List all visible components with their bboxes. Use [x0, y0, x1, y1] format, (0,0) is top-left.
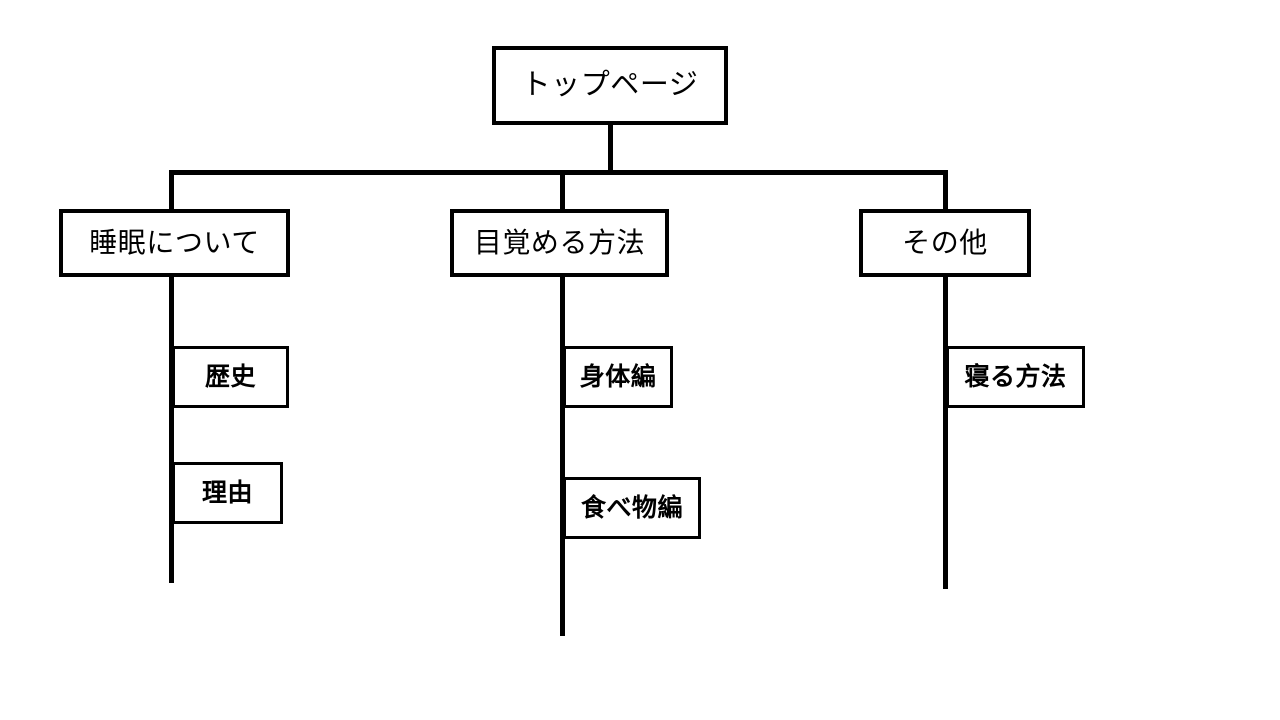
node-branch-wake-method-label: 目覚める方法 [473, 227, 646, 258]
node-branch-wake-method[interactable]: 目覚める方法 [450, 209, 669, 277]
node-branch-sleep-about[interactable]: 睡眠について [59, 209, 290, 277]
node-leaf-food-edition[interactable]: 食べ物編 [563, 477, 701, 539]
connector-distribution-bar [169, 170, 948, 175]
node-leaf-history[interactable]: 歴史 [172, 346, 289, 408]
node-branch-other[interactable]: その他 [859, 209, 1031, 277]
connector-branch-2-drop [560, 170, 565, 212]
connector-branch-2-trunk [560, 277, 565, 636]
connector-root-stem [608, 125, 613, 174]
node-root[interactable]: トップページ [492, 46, 728, 125]
node-leaf-reason[interactable]: 理由 [172, 462, 283, 524]
node-leaf-sleep-method[interactable]: 寝る方法 [946, 346, 1085, 408]
connector-branch-1-drop [169, 170, 174, 212]
connector-branch-1-trunk [169, 277, 174, 583]
node-leaf-sleep-method-label: 寝る方法 [964, 362, 1067, 391]
connector-branch-3-drop [943, 170, 948, 212]
node-leaf-body-edition[interactable]: 身体編 [563, 346, 673, 408]
node-leaf-food-edition-label: 食べ物編 [580, 493, 683, 522]
node-leaf-reason-label: 理由 [201, 478, 253, 507]
node-leaf-body-edition-label: 身体編 [579, 362, 657, 391]
node-leaf-history-label: 歴史 [204, 362, 256, 391]
connector-branch-3-trunk [943, 277, 948, 589]
node-branch-sleep-about-label: 睡眠について [89, 227, 260, 258]
node-root-label: トップページ [521, 69, 699, 101]
node-branch-other-label: その他 [902, 227, 988, 258]
